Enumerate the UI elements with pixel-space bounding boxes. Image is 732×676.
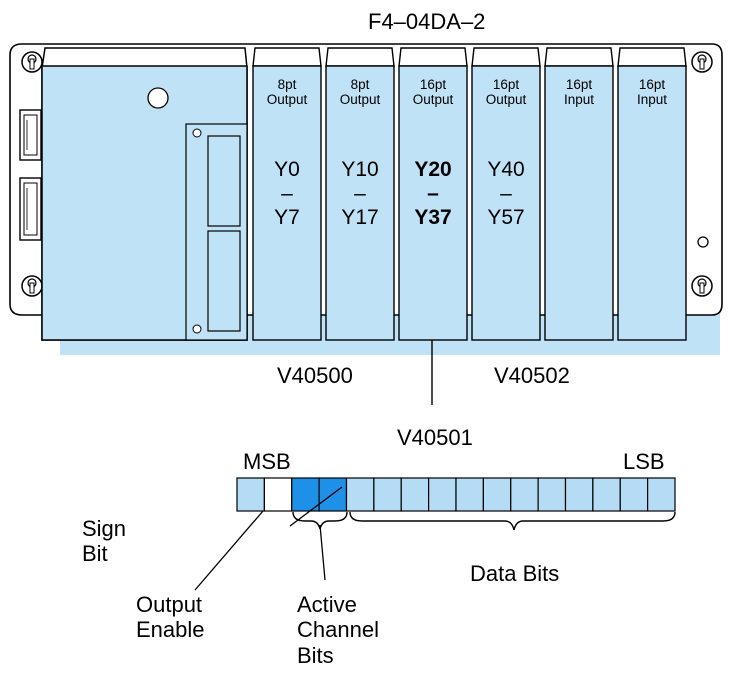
output-enable-leader [194,510,264,591]
io-module-5 [544,47,614,341]
register-bit-13 [291,477,320,512]
v-address-left: V40500 [277,363,353,388]
active-channel-leader [319,524,326,581]
module-type-label: 16pt Output [485,77,527,107]
active-channel-brace [292,511,348,530]
io-module-6 [617,47,687,341]
connector-port-lower [19,177,42,241]
mounting-hole-top-left [21,51,43,73]
register-bit-0 [647,477,676,512]
msb-label: MSB [243,449,291,474]
module-address-range: Y20 – Y37 [414,158,452,230]
register-bit-11 [345,477,375,512]
data-bits-label: Data Bits [470,561,560,586]
output-enable-label: Output Enable [136,592,205,643]
v-address-pointer: V40501 [397,425,473,450]
cpu-module [41,47,248,341]
register-bit-10 [373,477,402,512]
register-bit-15 [236,477,265,512]
cpu-led [147,87,169,109]
io-module-2 [325,47,395,341]
io-module-3 [398,47,468,341]
register-bit-9 [400,477,430,512]
register-bit-3 [564,477,594,512]
v-address-right: V40502 [494,363,570,388]
lsb-label: LSB [623,449,665,474]
data-bits-brace [349,511,676,531]
connector-port-upper [19,109,42,161]
module-title: F4–04DA–2 [368,9,486,34]
register-bit-8 [428,477,457,512]
register-bit-4 [537,477,567,512]
mounting-hole-top-right [691,51,713,73]
module-type-label: 16pt Input [563,77,595,107]
module-type-label: 8pt Output [339,77,381,107]
module-type-label: 16pt Input [636,77,668,107]
sign-bit-label: Sign Bit [82,516,127,567]
register-bit-2 [592,477,621,512]
register-bit-1 [619,477,649,512]
io-module-1 [252,47,322,341]
register-bit-7 [455,477,484,512]
active-channel-bits-label: Active Channel Bits [297,592,379,668]
mounting-hole-bottom-right [691,275,713,297]
module-address-range: Y10 – Y17 [341,158,379,230]
register-bit-5 [510,477,539,512]
module-type-label: 8pt Output [266,77,308,107]
module-address-range: Y40 – Y57 [487,158,525,230]
mounting-hole-bottom-left [21,275,43,297]
register-bit-6 [482,477,512,512]
module-type-label: 16pt Output [412,77,454,107]
rack-screw-right [697,236,709,248]
register-bit-14 [263,477,293,512]
io-module-4 [471,47,541,341]
module-address-range: Y0 – Y7 [274,158,300,230]
